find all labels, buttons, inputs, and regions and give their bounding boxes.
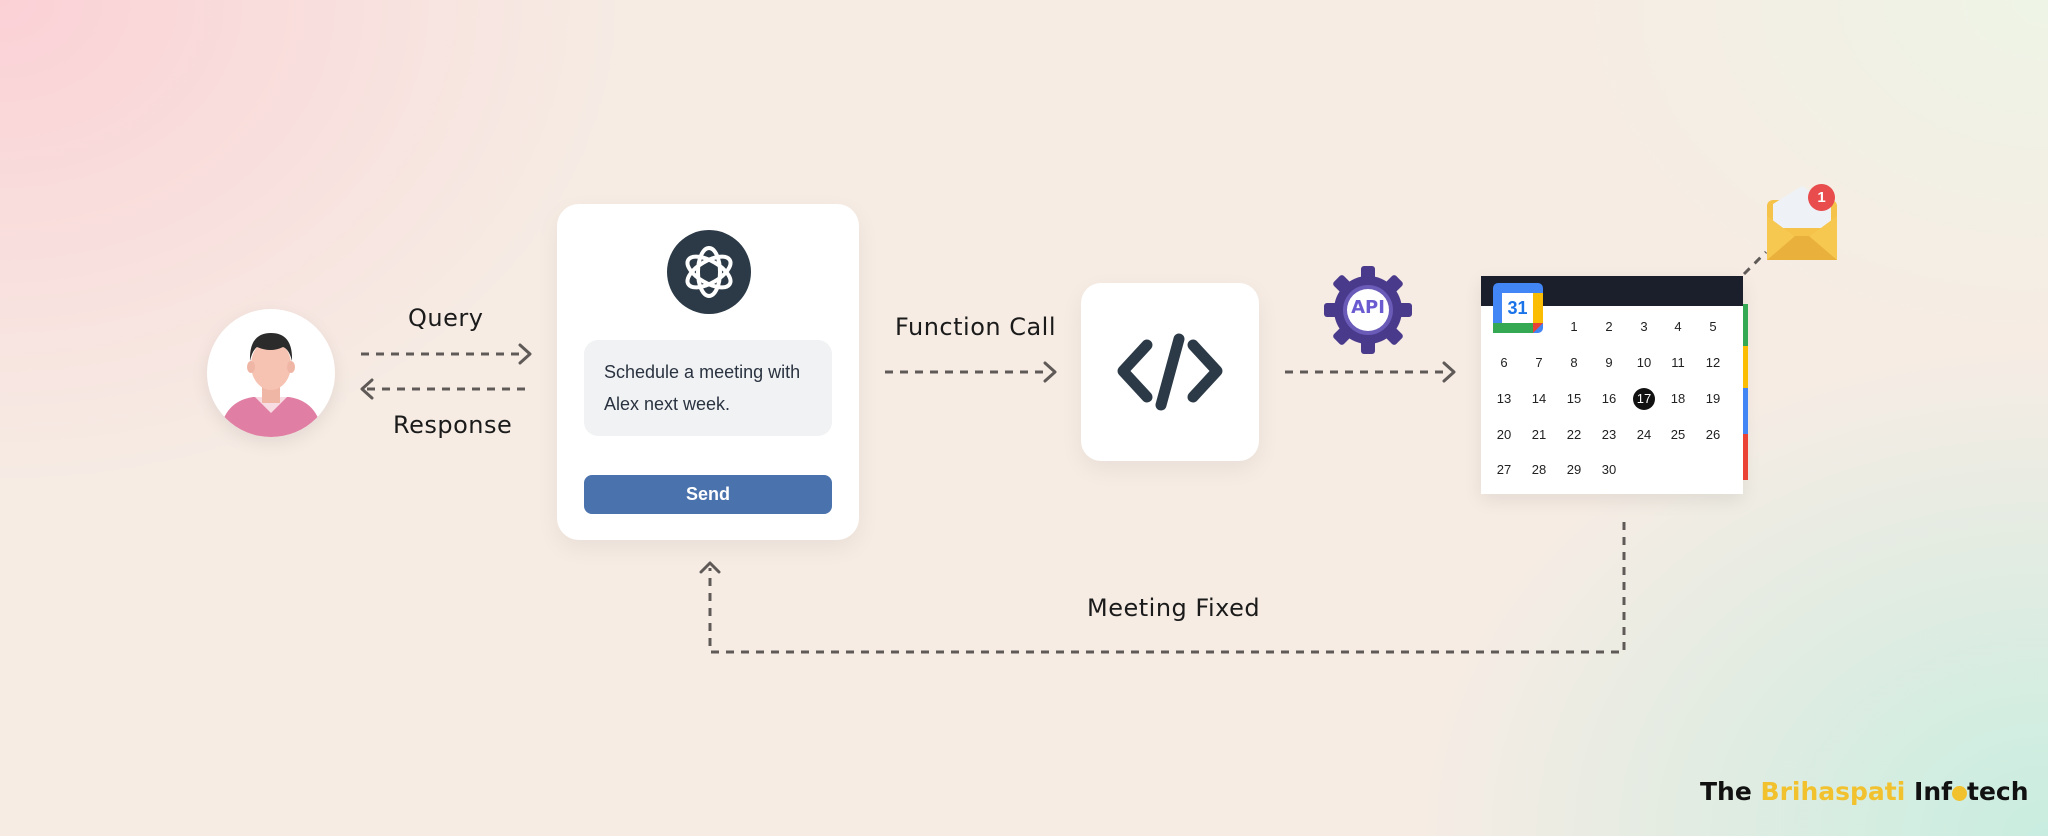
calendar-day-21[interactable]: 21	[1531, 427, 1547, 442]
calendar-day-14[interactable]: 14	[1531, 391, 1547, 406]
chat-card: Schedule a meeting with Alex next week. …	[557, 204, 859, 540]
meeting-fixed-return-line	[708, 522, 1626, 654]
query-label: Query	[408, 304, 484, 332]
openai-logo	[667, 230, 751, 314]
calendar-day-7[interactable]: 7	[1535, 355, 1543, 370]
calendar-day-3[interactable]: 3	[1640, 319, 1648, 334]
calendar-day-6[interactable]: 6	[1500, 355, 1508, 370]
brand-part-2: Brihaspati	[1760, 777, 1906, 806]
query-arrowhead	[518, 343, 532, 365]
google-calendar-icon: 31	[1493, 283, 1543, 333]
calendar-day-18[interactable]: 18	[1670, 391, 1686, 406]
calendar-day-23[interactable]: 23	[1601, 427, 1617, 442]
calendar-edge-green	[1743, 304, 1748, 346]
api-badge-text: API	[1351, 297, 1385, 318]
calendar-day-15[interactable]: 15	[1566, 391, 1582, 406]
calendar-day-29[interactable]: 29	[1566, 462, 1582, 477]
calendar-day-26[interactable]: 26	[1705, 427, 1721, 442]
brand-o-icon	[1952, 786, 1967, 801]
notification-badge: 1	[1808, 184, 1835, 211]
code-card	[1081, 283, 1259, 461]
mail-connector-line	[1742, 250, 1768, 276]
gear-icon	[1324, 266, 1412, 354]
message-text: Schedule a meeting with Alex next week.	[604, 362, 801, 414]
send-button[interactable]: Send	[584, 475, 832, 514]
calendar-day-13[interactable]: 13	[1496, 391, 1512, 406]
response-label: Response	[393, 411, 513, 439]
envelope-icon	[1767, 186, 1837, 260]
calendar-edge-blue	[1743, 388, 1748, 434]
message-bubble: Schedule a meeting with Alex next week.	[584, 340, 832, 436]
openai-knot-icon	[685, 246, 733, 298]
brand-part-3: Inf	[1905, 777, 1952, 806]
user-avatar	[207, 309, 335, 437]
calendar-day-10[interactable]: 10	[1636, 355, 1652, 370]
calendar-day-16[interactable]: 16	[1601, 391, 1617, 406]
calendar-day-9[interactable]: 9	[1605, 355, 1613, 370]
calendar-edge-yellow	[1743, 346, 1748, 388]
calendar-day-11[interactable]: 11	[1671, 355, 1685, 370]
brand-part-4: tech	[1967, 777, 2029, 806]
person-icon	[221, 333, 321, 437]
meeting-fixed-label: Meeting Fixed	[1087, 594, 1261, 622]
code-icon	[1117, 333, 1223, 411]
meeting-fixed-arrowhead	[699, 561, 721, 574]
calendar-day-12[interactable]: 12	[1705, 355, 1721, 370]
function-call-label: Function Call	[895, 313, 1057, 341]
api-gear: API	[1322, 264, 1414, 356]
brand-part-1: The	[1700, 777, 1761, 806]
calendar-app-icon	[1493, 283, 1543, 333]
calendar-day-24[interactable]: 24	[1636, 427, 1652, 442]
response-arrowhead	[360, 378, 374, 400]
calendar-day-17[interactable]: 17	[1633, 388, 1655, 410]
calendar-day-22[interactable]: 22	[1566, 427, 1582, 442]
calendar-day-4[interactable]: 4	[1674, 319, 1682, 334]
mail-notification: 1	[1765, 182, 1841, 264]
calendar-day-30[interactable]: 30	[1601, 462, 1617, 477]
calendar-icon-number: 31	[1507, 298, 1528, 318]
calendar-day-25[interactable]: 25	[1670, 427, 1686, 442]
api-arrowhead	[1442, 361, 1456, 383]
function-call-arrowhead	[1043, 361, 1057, 383]
calendar-day-5[interactable]: 5	[1709, 319, 1717, 334]
calendar-day-1[interactable]: 1	[1570, 319, 1578, 334]
calendar-day-27[interactable]: 27	[1496, 462, 1512, 477]
calendar-day-28[interactable]: 28	[1531, 462, 1547, 477]
calendar-day-19[interactable]: 19	[1705, 391, 1721, 406]
calendar-day-8[interactable]: 8	[1570, 355, 1578, 370]
calendar-edge-red	[1743, 434, 1748, 480]
calendar-day-2[interactable]: 2	[1605, 319, 1613, 334]
calendar-day-20[interactable]: 20	[1496, 427, 1512, 442]
